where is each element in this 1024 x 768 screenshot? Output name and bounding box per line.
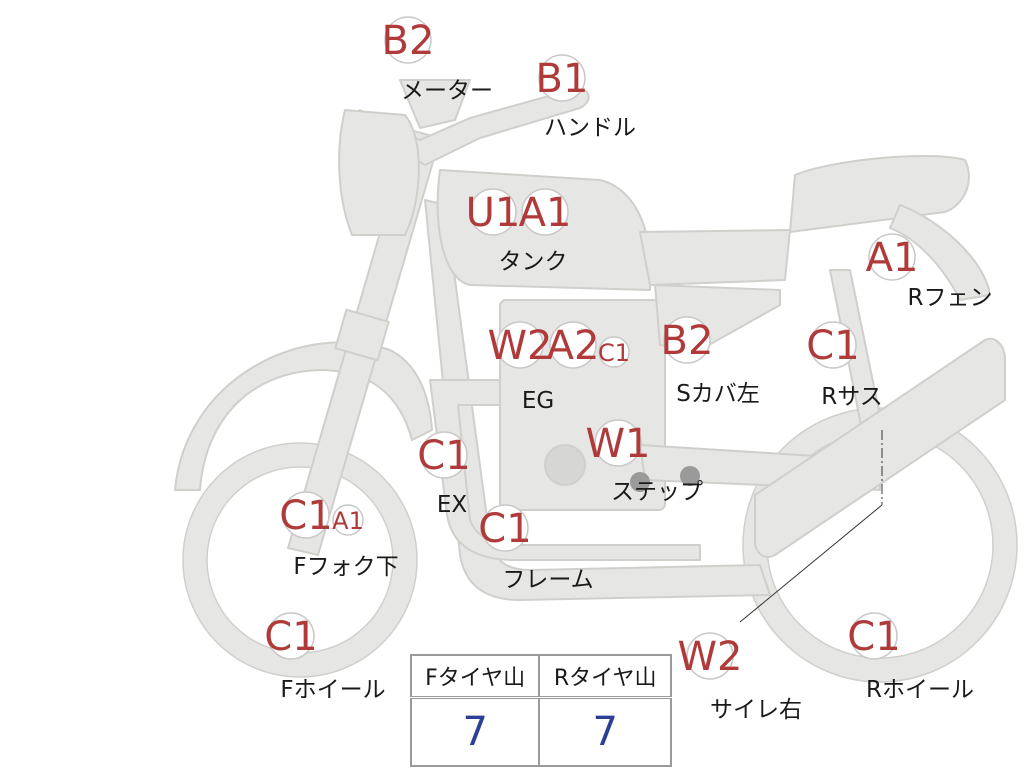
- label-frame: フレーム: [502, 567, 593, 593]
- grade-badge-circle: [549, 321, 597, 369]
- f-tire-value: 7: [409, 696, 541, 767]
- grade-text: B2: [382, 18, 435, 64]
- rear-fender-shape: [889, 204, 991, 301]
- muffler-leader-line: [739, 430, 883, 623]
- grade-badge-circle: [420, 431, 468, 479]
- grade-badge-tank-0: U1: [466, 188, 521, 236]
- grade-badge-circle: [332, 504, 364, 536]
- grade-badge-circle: [521, 188, 569, 236]
- label-exhaust: EX: [437, 492, 468, 518]
- grade-text: A2: [547, 323, 600, 369]
- r-tire-header: Rタイヤ山: [538, 654, 672, 699]
- grade-text: B1: [536, 56, 589, 102]
- f-tire-header: Fタイヤ山: [409, 654, 541, 699]
- grade-badge-r-fender-0: A1: [866, 233, 919, 281]
- label-r-suspension: Rサス: [821, 384, 883, 410]
- grade-badge-f-wheel-0: C1: [264, 612, 318, 660]
- muffler-shape: [754, 337, 1006, 558]
- grade-badge-circle: [496, 321, 544, 369]
- grade-badge-circle: [282, 491, 330, 539]
- grade-badge-step-0: W1: [586, 419, 651, 467]
- seat-shape: [639, 229, 791, 286]
- grade-badge-circle: [598, 336, 630, 368]
- label-engine: EG: [522, 388, 554, 414]
- grade-text: A1: [519, 190, 572, 236]
- grade-badge-meter-0: B2: [382, 16, 435, 64]
- grade-badge-frame-0: C1: [478, 504, 532, 552]
- grade-badge-circle: [538, 54, 586, 102]
- exhaust-pipe-shape: [429, 379, 701, 561]
- grade-badge-circle: [481, 504, 529, 552]
- grade-text: A1: [332, 507, 364, 535]
- label-meter: メーター: [401, 78, 493, 104]
- grade-badge-circle: [594, 419, 642, 467]
- grade-badge-circle: [868, 233, 916, 281]
- label-r-wheel: Rホイール: [866, 677, 974, 703]
- grade-badge-circle: [809, 321, 857, 369]
- label-r-fender: Rフェン: [908, 285, 993, 311]
- grade-text: W2: [678, 634, 743, 680]
- grade-text: C1: [279, 493, 332, 539]
- front-wheel-shape: [183, 443, 417, 677]
- headlight-shape: [338, 109, 420, 236]
- label-step: ステップ: [611, 479, 703, 505]
- grade-text: C1: [478, 506, 531, 552]
- grade-text: U1: [466, 190, 521, 236]
- grade-text: W1: [586, 421, 651, 467]
- grade-badge-muffler-right-0: W2: [678, 632, 743, 680]
- label-s-cover-left: Sカバ左: [676, 381, 760, 407]
- label-tank: タンク: [499, 249, 568, 275]
- grade-badge-engine-1: A2: [547, 321, 600, 369]
- label-f-fork-lower: Fフォク下: [293, 554, 398, 580]
- grade-text: B2: [661, 318, 714, 364]
- grade-badge-handle-0: B1: [536, 54, 589, 102]
- grade-badge-f-fork-lower-0: C1: [279, 491, 333, 539]
- grade-badge-engine-0: W2: [488, 321, 553, 369]
- grade-badge-engine-2: C1: [598, 336, 630, 368]
- grade-text: C1: [417, 433, 470, 479]
- tire-tread-table: Fタイヤ山 Rタイヤ山 7 7: [409, 654, 672, 767]
- grade-badge-circle: [469, 188, 517, 236]
- label-muffler-right: サイレ右: [710, 697, 802, 723]
- r-tire-value: 7: [538, 696, 672, 767]
- grade-badge-f-fork-lower-1: A1: [332, 504, 364, 536]
- part-labels: メーター ハンドル タンク Rフェン EG Sカバ左 Rサス EX ステップ F…: [280, 78, 992, 723]
- grade-text: C1: [598, 339, 630, 367]
- grade-badge-s-cover-left-0: B2: [661, 316, 714, 364]
- grade-badge-r-suspension-0: C1: [806, 321, 860, 369]
- motorcycle-silhouette: [174, 79, 1018, 683]
- grade-badge-circle: [686, 632, 734, 680]
- grade-text: W2: [488, 323, 553, 369]
- grade-badge-tank-1: A1: [519, 188, 572, 236]
- grade-badge-circle: [663, 316, 711, 364]
- grade-badge-exhaust-0: C1: [417, 431, 471, 479]
- label-f-wheel: Fホイール: [280, 677, 385, 703]
- grade-badge-circle: [384, 16, 432, 64]
- grade-text: A1: [866, 235, 919, 281]
- grade-badge-circle: [267, 612, 315, 660]
- grade-badge-circle: [850, 612, 898, 660]
- grade-text: C1: [847, 614, 900, 660]
- grade-text: C1: [806, 323, 859, 369]
- front-fender-shape: [174, 341, 433, 491]
- grade-text: C1: [264, 614, 317, 660]
- grade-badge-r-wheel-0: C1: [847, 612, 901, 660]
- label-handle: ハンドル: [544, 115, 636, 141]
